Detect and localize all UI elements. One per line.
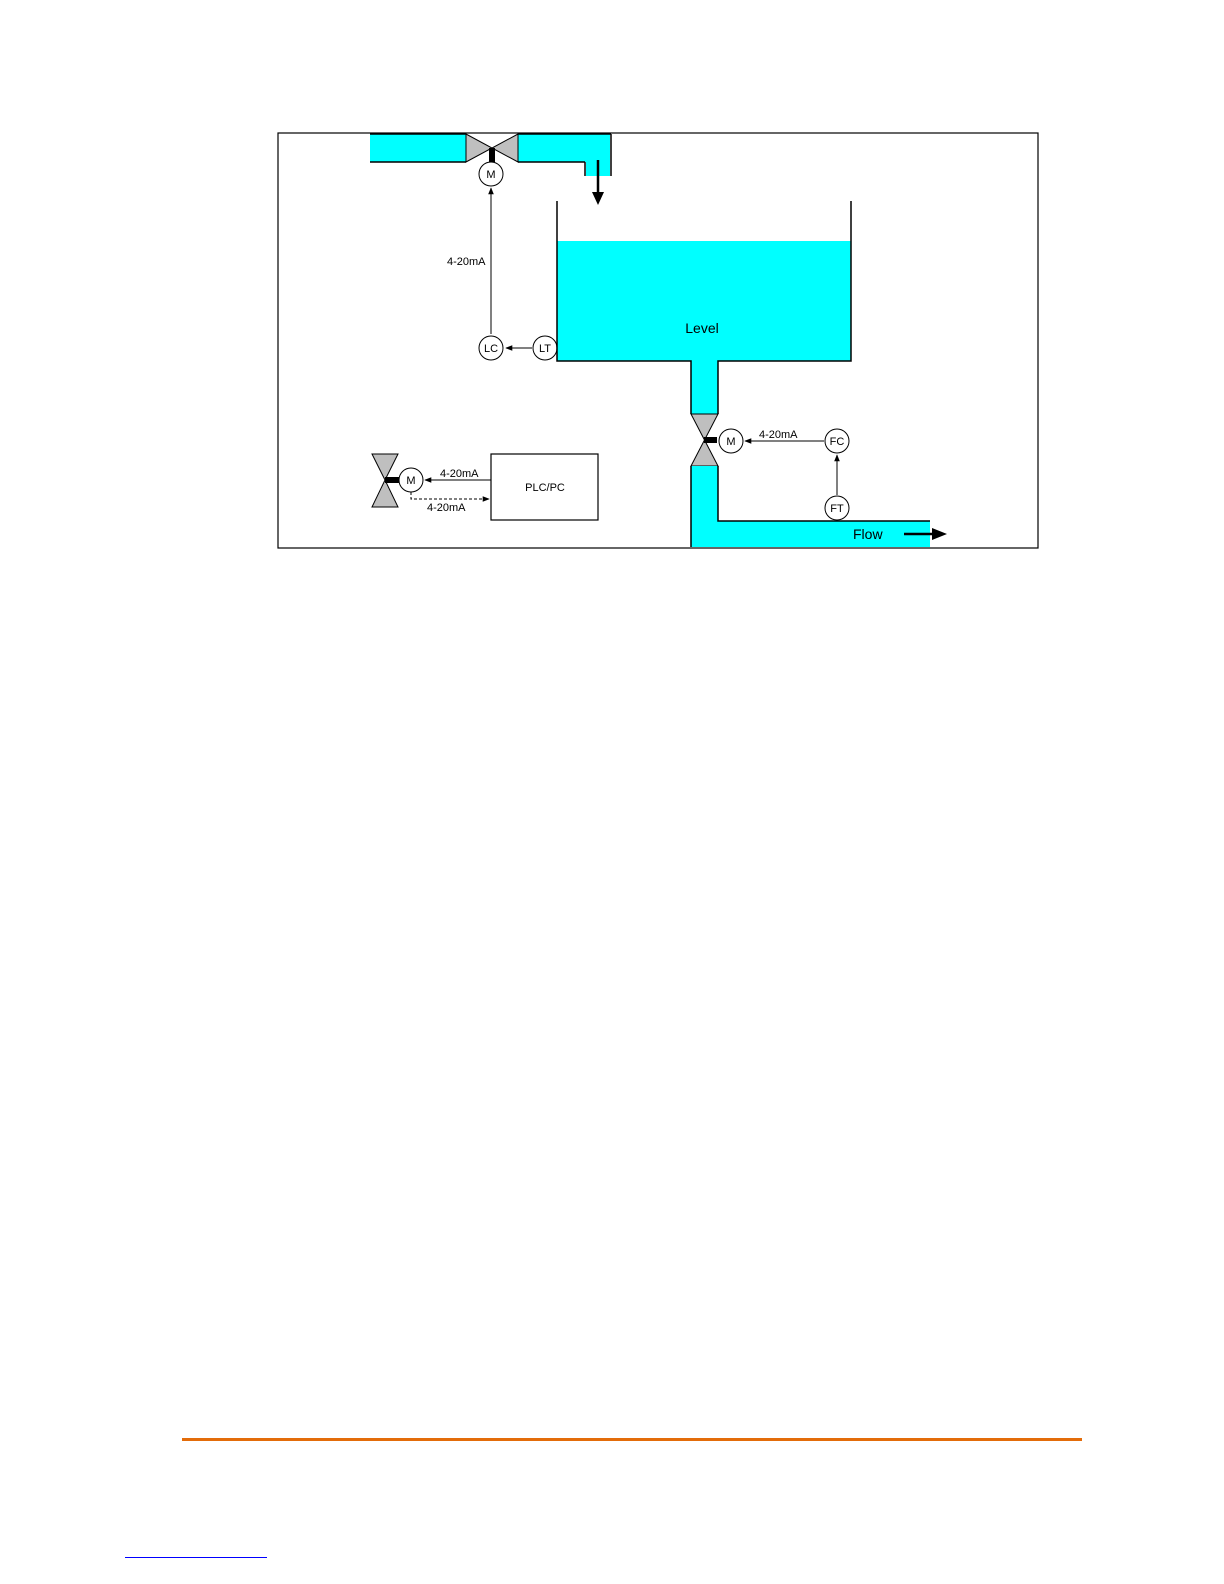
flow-controller: FC [825, 429, 849, 453]
svg-text:FC: FC [830, 436, 845, 448]
motor-to-plc-feedback-line [411, 492, 489, 499]
plc-output-signal-label: 4-20mA [440, 468, 479, 480]
outlet-signal-label: 4-20mA [759, 429, 798, 441]
outlet-valve-icon [691, 414, 718, 466]
legend-motor: M [399, 468, 423, 492]
svg-text:M: M [406, 475, 415, 487]
tank [557, 201, 851, 414]
inlet-valve-icon [466, 134, 518, 162]
inlet-motor: M [479, 162, 503, 186]
svg-text:M: M [726, 436, 735, 448]
outlet-motor: M [719, 429, 743, 453]
svg-text:LT: LT [539, 343, 551, 355]
level-controller: LC [479, 336, 503, 360]
inlet-signal-label: 4-20mA [447, 256, 486, 268]
flow-transmitter: FT [825, 496, 849, 520]
svg-text:LC: LC [484, 343, 498, 355]
level-transmitter: LT [533, 336, 557, 360]
flow-label: Flow [853, 526, 883, 542]
plc-input-signal-label: 4-20mA [427, 502, 466, 514]
footer-rule [182, 1438, 1082, 1441]
svg-text:FT: FT [830, 503, 844, 515]
plc-box: PLC/PC [491, 454, 598, 520]
svg-text:PLC/PC: PLC/PC [525, 482, 565, 494]
level-label: Level [685, 320, 718, 336]
outlet-pipe [691, 466, 930, 547]
footnote-rule [125, 1557, 267, 1558]
svg-text:M: M [486, 169, 495, 181]
legend-valve-icon [372, 454, 399, 507]
